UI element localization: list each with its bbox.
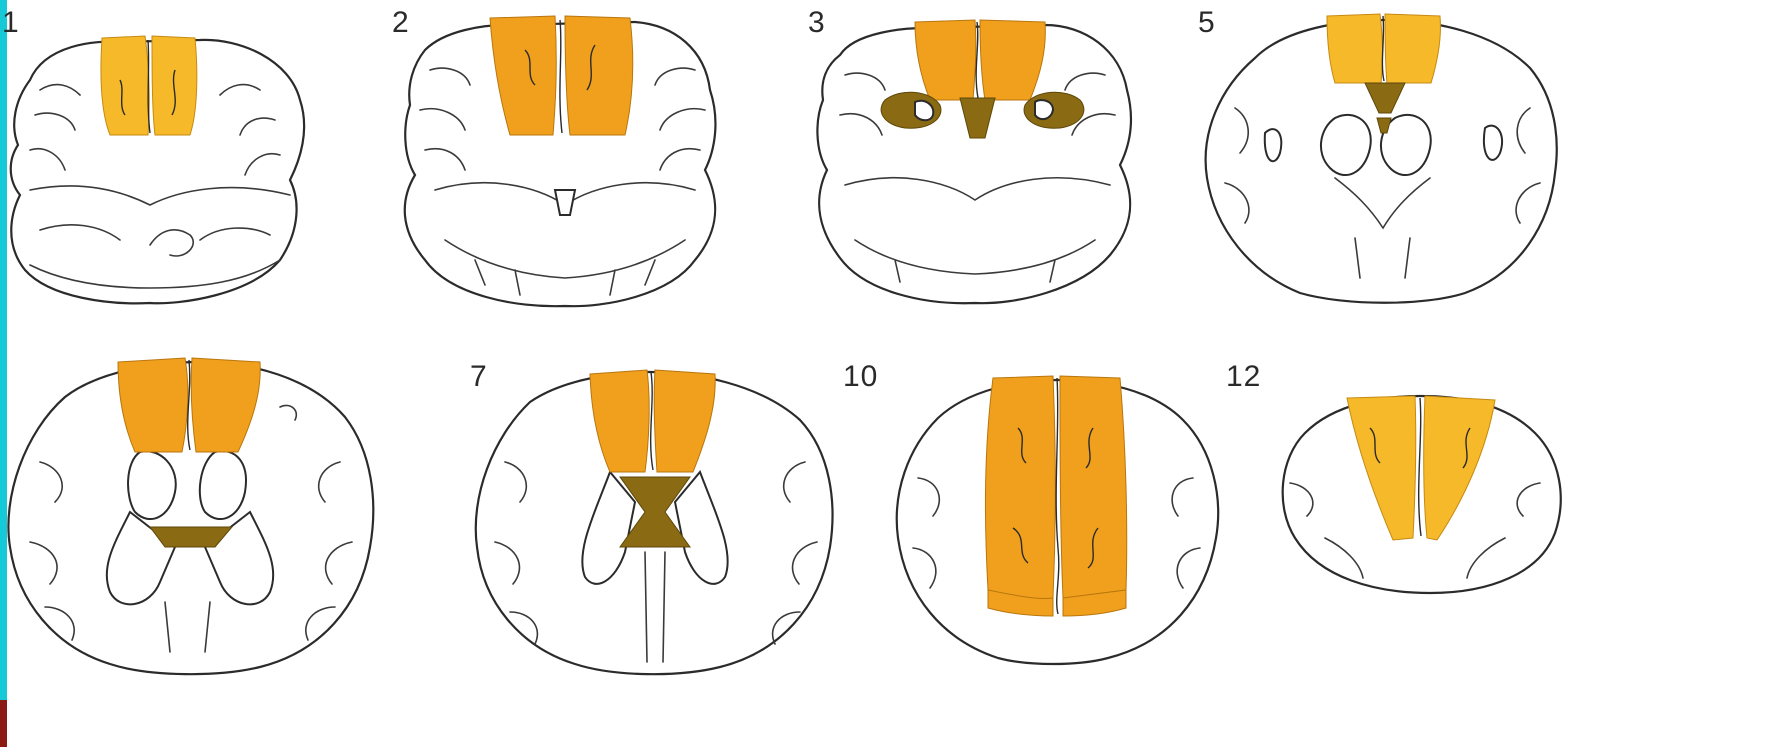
brain-slice-5 [1195, 8, 1570, 308]
brain-slice-1 [0, 20, 340, 320]
corner-mark [0, 700, 7, 747]
brain-slice-7 [465, 362, 845, 677]
brain-slice-12 [1265, 388, 1575, 598]
panel-label-10: 10 [843, 360, 878, 394]
panel-label-12: 12 [1226, 360, 1261, 394]
brain-slice-6 [0, 352, 380, 682]
brain-slice-2 [375, 10, 755, 320]
brain-slice-3 [785, 10, 1170, 320]
brain-slice-10 [888, 368, 1228, 668]
